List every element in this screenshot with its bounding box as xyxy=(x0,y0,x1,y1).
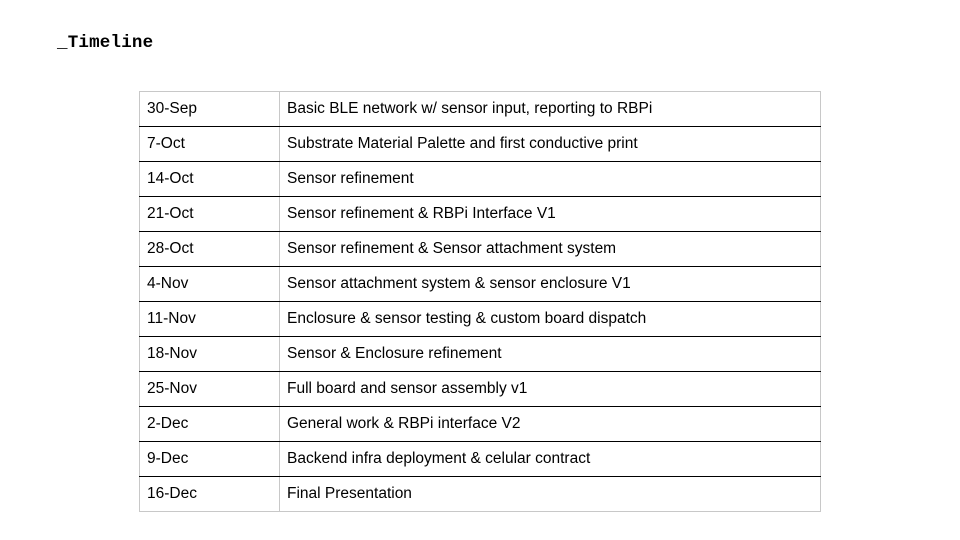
table-cell-date: 16-Dec xyxy=(139,476,280,512)
table-cell-date: 30-Sep xyxy=(139,91,280,127)
table-cell-date: 21-Oct xyxy=(139,196,280,232)
table-cell-date: 7-Oct xyxy=(139,126,280,162)
table-cell-milestone: Enclosure & sensor testing & custom boar… xyxy=(279,301,821,337)
table-cell-milestone: Sensor attachment system & sensor enclos… xyxy=(279,266,821,302)
table-cell-milestone: Sensor & Enclosure refinement xyxy=(279,336,821,372)
table-cell-milestone: General work & RBPi interface V2 xyxy=(279,406,821,442)
table-cell-milestone: Sensor refinement xyxy=(279,161,821,197)
table-cell-date: 14-Oct xyxy=(139,161,280,197)
table-cell-date: 9-Dec xyxy=(139,441,280,477)
table-cell-milestone: Sensor refinement & Sensor attachment sy… xyxy=(279,231,821,267)
table-cell-milestone: Substrate Material Palette and first con… xyxy=(279,126,821,162)
table-cell-date: 4-Nov xyxy=(139,266,280,302)
table-cell-milestone: Basic BLE network w/ sensor input, repor… xyxy=(279,91,821,127)
table-cell-date: 2-Dec xyxy=(139,406,280,442)
table-cell-date: 11-Nov xyxy=(139,301,280,337)
table-cell-date: 25-Nov xyxy=(139,371,280,407)
table-cell-milestone: Backend infra deployment & celular contr… xyxy=(279,441,821,477)
table-cell-date: 28-Oct xyxy=(139,231,280,267)
table-row: 16-Dec Final Presentation xyxy=(139,476,821,512)
table-cell-milestone: Sensor refinement & RBPi Interface V1 xyxy=(279,196,821,232)
table-cell-milestone: Final Presentation xyxy=(287,485,412,502)
table-cell-milestone: Full board and sensor assembly v1 xyxy=(279,371,821,407)
page-title: _Timeline xyxy=(57,33,154,53)
table-cell-date: 18-Nov xyxy=(139,336,280,372)
